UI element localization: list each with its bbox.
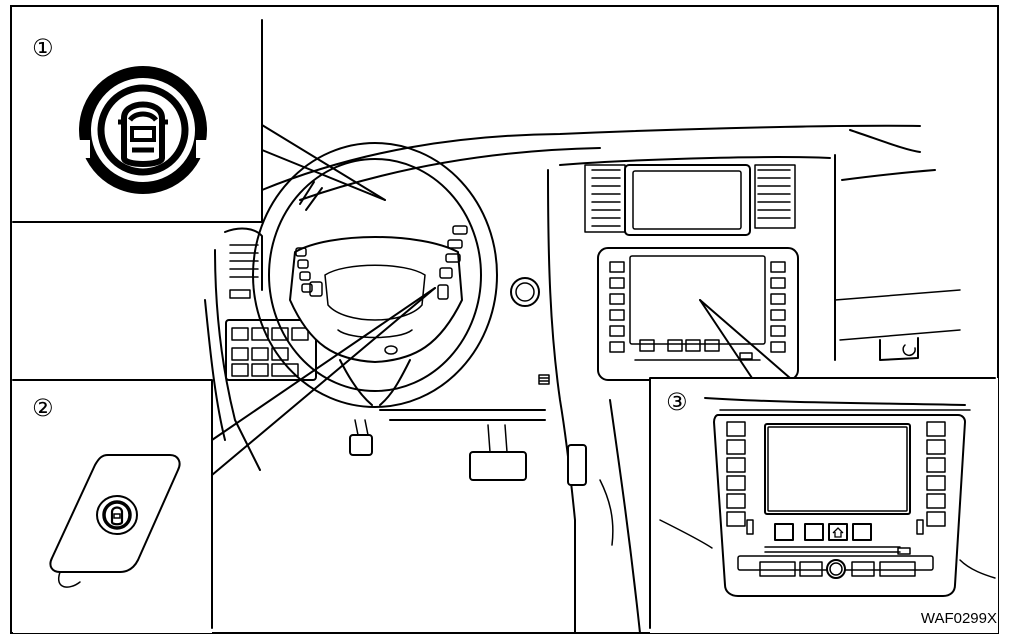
ignition-button <box>510 277 550 385</box>
left-dash-and-switches <box>204 227 317 471</box>
camera-home-button-icon <box>828 523 848 541</box>
camera-view-button-small-icon <box>96 495 138 535</box>
pedals <box>349 419 587 486</box>
callout-number-3: ③ <box>666 388 688 416</box>
center-panel-enlarged <box>659 397 996 597</box>
steering-left-switch-pad <box>295 247 323 297</box>
figure-frame <box>10 5 999 634</box>
callout-number-1: ① <box>32 34 54 62</box>
center-display-background <box>597 247 799 381</box>
figure-code: WAF0299X <box>920 610 997 627</box>
upper-display-and-vents <box>584 164 796 236</box>
steering-right-switch-pad <box>437 225 468 300</box>
callout-number-2: ② <box>32 394 54 422</box>
camera-view-button-large-icon <box>78 66 208 194</box>
steering-wheel <box>252 142 498 408</box>
